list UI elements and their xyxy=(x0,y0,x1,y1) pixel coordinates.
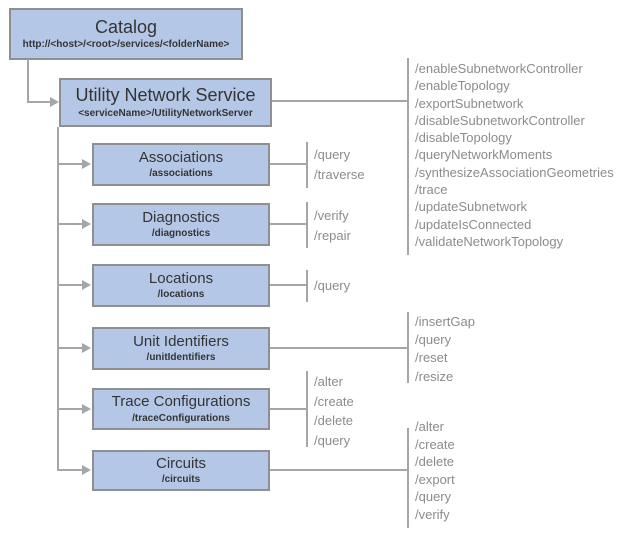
connector-circuits-ops xyxy=(270,469,407,471)
connector-branch-locations xyxy=(57,284,83,286)
ops-list-circuits: /alter /create /delete /export /query /v… xyxy=(415,418,455,523)
op-item: /traverse xyxy=(314,167,365,182)
node-locations-title: Locations xyxy=(148,269,214,287)
arrow-right-icon xyxy=(82,465,91,475)
op-item: /exportSubnetwork xyxy=(415,95,524,111)
op-item: /query xyxy=(314,278,351,293)
connector-unit-identifiers-ops xyxy=(270,347,407,349)
node-circuits-subtitle: /circuits xyxy=(161,474,201,486)
node-diagnostics-title: Diagnostics xyxy=(142,208,220,226)
connector-branch-associations xyxy=(57,163,83,165)
connector-circuits-ops-rail xyxy=(407,428,409,528)
ops-list-service: /enableSubnetworkController /enableTopol… xyxy=(415,60,614,250)
connector-service-ops-rail xyxy=(407,58,409,255)
op-item: /delete xyxy=(314,413,354,428)
op-item: /resize xyxy=(415,368,454,384)
op-item: /synthesizeAssociationGeometries xyxy=(415,164,614,180)
node-locations-subtitle: /locations xyxy=(157,289,205,301)
node-service-subtitle: <serviceName>/UtilityNetworkServer xyxy=(78,107,253,119)
connector-associations-ops-rail xyxy=(306,142,308,188)
op-item: /query xyxy=(314,147,351,162)
node-diagnostics-subtitle: /diagnostics xyxy=(151,228,211,240)
op-item: /queryNetworkMoments xyxy=(415,147,553,163)
op-item: /alter xyxy=(415,419,444,434)
connector-branch-unit-identifiers xyxy=(57,347,83,349)
connector-branch-trace-configurations xyxy=(57,408,83,410)
node-catalog-subtitle: http://<host>/<root>/services/<folderNam… xyxy=(22,39,230,51)
arrow-right-icon xyxy=(82,219,91,229)
node-associations-subtitle: /associations xyxy=(149,168,213,180)
arrow-right-icon xyxy=(82,404,91,414)
op-item: /delete xyxy=(415,454,455,469)
node-diagnostics: Diagnostics /diagnostics xyxy=(92,203,270,246)
node-catalog: Catalog http://<host>/<root>/services/<f… xyxy=(9,8,243,60)
connector-diagnostics-ops-rail xyxy=(306,202,308,248)
op-item: /enableTopology xyxy=(415,78,510,94)
node-trace-configurations-title: Trace Configurations xyxy=(111,393,251,411)
op-item: /verify xyxy=(415,506,450,522)
node-associations: Associations /associations xyxy=(92,143,270,186)
ops-list-unit-identifiers: /insertGap /query /reset /resize xyxy=(415,313,475,386)
op-item: /repair xyxy=(314,228,351,243)
op-item: /verify xyxy=(314,208,349,223)
op-item: /query xyxy=(415,489,452,504)
op-item: /updateIsConnected xyxy=(415,216,532,232)
node-trace-configurations: Trace Configurations /traceConfiguration… xyxy=(92,388,270,430)
op-item: /validateNetworkTopology xyxy=(415,233,564,249)
op-item: /create xyxy=(314,393,354,409)
connector-unit-identifiers-ops-rail xyxy=(407,312,409,383)
op-item: /updateSubnetwork xyxy=(415,199,528,215)
node-unit-identifiers: Unit Identifiers /unitIdentifiers xyxy=(92,327,270,370)
connector-catalog-elbow xyxy=(27,101,51,103)
connector-associations-ops xyxy=(270,163,306,165)
node-circuits: Circuits /circuits xyxy=(92,450,270,491)
connector-branch-diagnostics xyxy=(57,223,83,225)
op-item: /export xyxy=(415,471,455,487)
ops-list-associations: /query /traverse xyxy=(314,145,365,185)
connector-locations-ops xyxy=(270,284,306,286)
node-unit-identifiers-subtitle: /unitIdentifiers xyxy=(146,352,216,364)
connector-diagnostics-ops xyxy=(270,223,306,225)
op-item: /enableSubnetworkController xyxy=(415,61,583,76)
op-item: /trace xyxy=(415,182,448,198)
ops-list-diagnostics: /verify /repair xyxy=(314,206,351,246)
op-item: /reset xyxy=(415,350,448,366)
op-item: /query xyxy=(415,332,452,348)
connector-trace-configurations-ops-rail xyxy=(306,371,308,447)
arrow-right-icon xyxy=(50,97,59,107)
connector-locations-ops-rail xyxy=(306,270,308,302)
op-item: /disableTopology xyxy=(415,130,512,146)
node-unit-identifiers-title: Unit Identifiers xyxy=(133,332,229,350)
connector-trunk xyxy=(57,127,59,471)
node-trace-configurations-subtitle: /traceConfigurations xyxy=(132,412,230,424)
node-utility-network-service: Utility Network Service <serviceName>/Ut… xyxy=(59,78,272,127)
arrow-right-icon xyxy=(82,343,91,353)
op-item: /create xyxy=(415,436,455,452)
connector-service-ops xyxy=(272,100,407,102)
ops-list-locations: /query xyxy=(314,276,350,296)
op-item: /insertGap xyxy=(415,314,475,329)
node-circuits-title: Circuits xyxy=(155,454,206,472)
arrow-right-icon xyxy=(82,280,91,290)
node-locations: Locations /locations xyxy=(92,264,270,307)
node-service-title: Utility Network Service xyxy=(75,85,256,106)
connector-branch-circuits xyxy=(57,469,83,471)
op-item: /alter xyxy=(314,374,343,389)
connector-trace-configurations-ops xyxy=(270,408,306,410)
arrow-right-icon xyxy=(82,159,91,169)
ops-list-trace-configurations: /alter /create /delete /query xyxy=(314,372,354,450)
op-item: /disableSubnetworkController xyxy=(415,112,585,128)
connector-catalog-drop xyxy=(27,59,29,103)
op-item: /query xyxy=(314,432,351,448)
node-catalog-title: Catalog xyxy=(94,16,158,37)
node-associations-title: Associations xyxy=(138,148,224,166)
